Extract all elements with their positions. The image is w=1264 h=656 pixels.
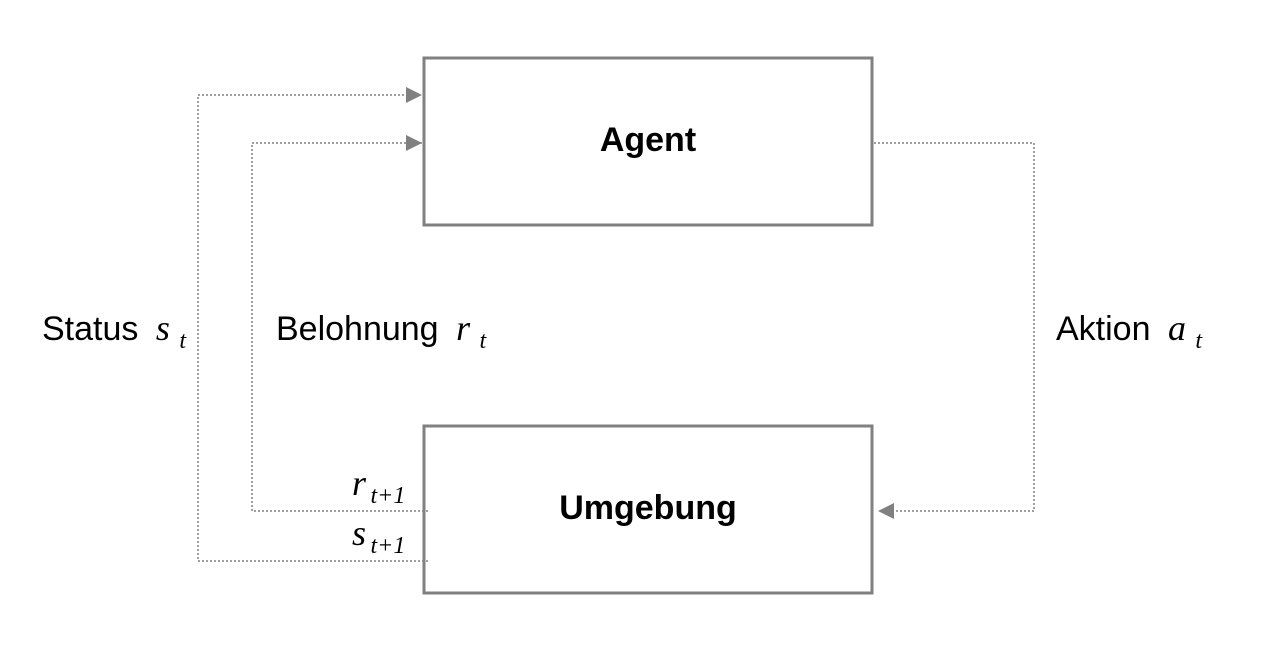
next-state-label: s t+1 [352,513,405,559]
next-reward-sub: t+1 [370,483,405,509]
action-arrow [874,142,1035,519]
state-arrow [197,87,428,562]
environment-label: Umgebung [559,489,737,527]
next-state-sub: t+1 [370,533,405,559]
agent-box [422,56,874,227]
state-var: s [156,308,170,348]
reward-var: r [456,308,471,348]
next-reward-label: r t+1 [352,463,405,509]
action-label-text: Aktion [1056,310,1151,348]
reward-arrow [251,135,428,512]
state-sub: t [179,328,187,354]
action-var: a [1168,308,1186,348]
action-label: Aktion a t [1056,308,1203,354]
environment-box [422,424,874,595]
next-state-var: s [352,513,366,553]
state-label-text: Status [42,310,138,348]
reward-sub: t [480,328,488,354]
state-label: Status s t [42,308,187,354]
next-reward-var: r [352,463,367,503]
reward-label: Belohnung r t [276,308,488,354]
reward-label-text: Belohnung [276,310,439,348]
action-sub: t [1195,328,1203,354]
agent-label: Agent [600,121,696,159]
